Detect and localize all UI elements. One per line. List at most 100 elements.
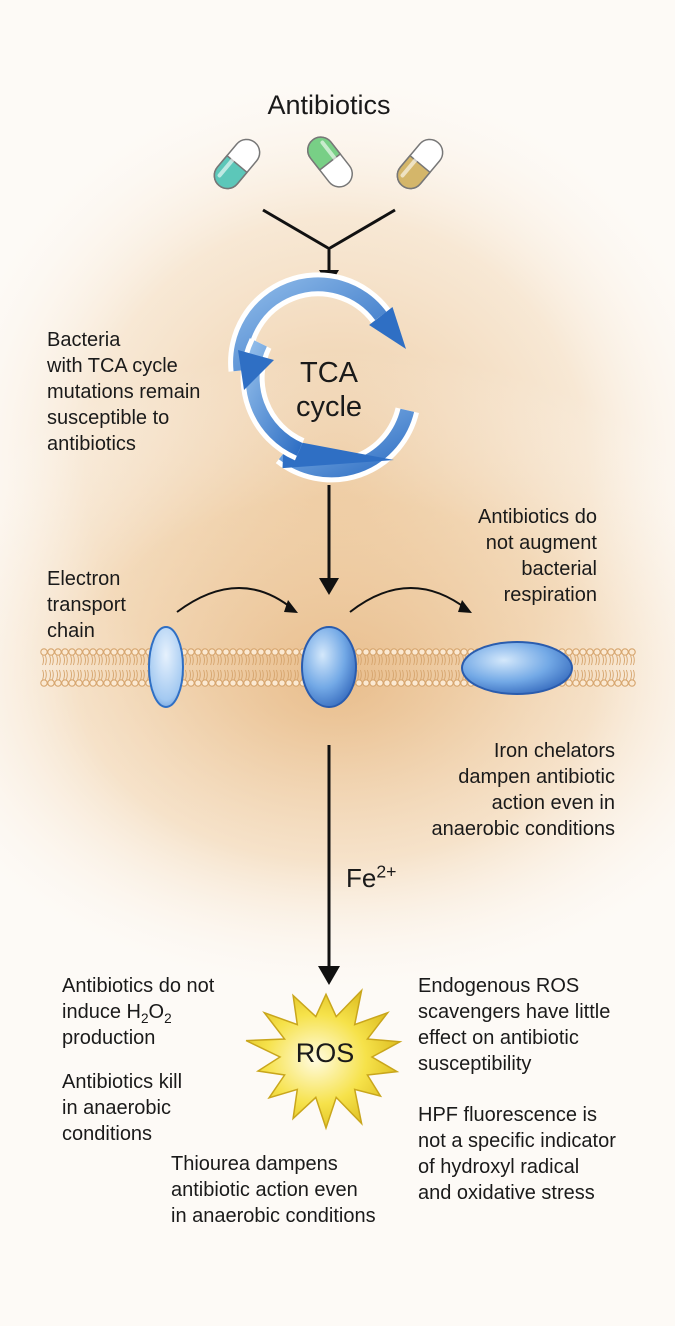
diagram-title: Antibiotics — [267, 90, 391, 120]
lipid-tail — [268, 669, 271, 680]
lipid-tail — [583, 669, 586, 680]
lipid-tail — [266, 655, 268, 666]
lipid-tail — [93, 669, 96, 680]
lipid-tail — [387, 655, 390, 666]
lipid-tail — [119, 669, 121, 680]
lipid-head — [194, 679, 202, 687]
lipid-tail — [107, 669, 110, 680]
lipid-tail — [282, 655, 285, 666]
note-line: not augment — [485, 532, 597, 554]
lipid-head — [425, 679, 433, 687]
lipid-head — [215, 648, 223, 656]
lipid-tail — [72, 669, 75, 680]
note-line: antibiotic action even — [171, 1179, 358, 1201]
note-h2o2: Antibiotics do not induce H2O2 productio… — [62, 973, 214, 1051]
tca-label-line1: TCA — [300, 357, 358, 389]
lipid-head — [264, 648, 272, 656]
lipid-tail — [443, 669, 446, 680]
lipid-tail — [441, 655, 443, 666]
note-line: Electron — [47, 568, 121, 590]
lipid-tail — [576, 655, 579, 666]
lipid-tail — [632, 669, 635, 680]
lipid-head — [355, 679, 363, 687]
lipid-tail — [268, 655, 271, 666]
lipid-tail — [625, 655, 628, 666]
lipid-head — [187, 648, 195, 656]
lipid-tail — [56, 669, 58, 680]
lipid-head — [572, 648, 580, 656]
note-line: Bacteria — [47, 329, 121, 351]
note-line: of hydroxyl radical — [418, 1156, 580, 1178]
lipid-tail — [247, 655, 250, 666]
lipid-head — [397, 679, 405, 687]
lipid-tail — [609, 655, 611, 666]
lipid-tail — [597, 669, 600, 680]
capsule-green-icon — [307, 136, 353, 188]
lipid-tail — [457, 669, 460, 680]
lipid-head — [579, 679, 587, 687]
lipid-head — [96, 648, 104, 656]
capsule-teal-icon — [213, 138, 261, 190]
lipid-tail — [105, 655, 107, 666]
lipid-head — [600, 679, 608, 687]
lipid-tail — [112, 669, 114, 680]
electron-flow-arrow-1 — [176, 587, 295, 613]
lipid-tail — [590, 669, 593, 680]
note-line: Antibiotics kill — [62, 1071, 183, 1093]
lipid-tail — [609, 669, 611, 680]
lipid-tail — [394, 669, 397, 680]
lipid-tail — [273, 669, 275, 680]
note-respiration: Antibiotics do not augment bacterial res… — [400, 504, 597, 608]
lipid-head — [579, 648, 587, 656]
lipid-tail — [287, 655, 289, 666]
lipid-tail — [247, 669, 250, 680]
lipid-head — [68, 648, 76, 656]
lipid-head — [285, 679, 293, 687]
lipid-head — [138, 679, 146, 687]
lipid-tail — [357, 669, 359, 680]
lipid-tail — [70, 669, 72, 680]
lipid-head — [369, 679, 377, 687]
lipid-tail — [140, 655, 142, 666]
lipid-head — [628, 648, 636, 656]
lipid-tail — [408, 669, 411, 680]
lipid-tail — [189, 669, 191, 680]
lipid-tail — [401, 669, 404, 680]
lipid-head — [131, 679, 139, 687]
lipid-head — [432, 679, 440, 687]
lipid-head — [271, 679, 279, 687]
tca-cycle-icon — [228, 272, 419, 483]
lipid-tail — [245, 669, 247, 680]
lipid-tail — [378, 655, 380, 666]
lipid-head — [236, 679, 244, 687]
lipid-tail — [450, 669, 453, 680]
lipid-tail — [611, 669, 614, 680]
lipid-head — [124, 648, 132, 656]
lipid-tail — [455, 655, 457, 666]
note-line: and oxidative stress — [418, 1182, 595, 1204]
lipid-tail — [93, 655, 96, 666]
lipid-tail — [392, 655, 394, 666]
lipid-head — [411, 679, 419, 687]
lipid-head — [383, 679, 391, 687]
note-line: HPF fluorescence is — [418, 1104, 597, 1126]
lipid-tail — [623, 655, 625, 666]
lipid-tail — [58, 655, 61, 666]
lipid-head — [54, 648, 62, 656]
lipid-tail — [210, 669, 212, 680]
lipid-head — [586, 679, 594, 687]
lipid-head — [82, 679, 90, 687]
lipid-tail — [231, 669, 233, 680]
lipid-tail — [135, 655, 138, 666]
lipid-tail — [219, 669, 222, 680]
lipid-tail — [294, 655, 296, 666]
lipid-head — [243, 648, 251, 656]
ros-label: ROS — [295, 1038, 355, 1068]
note-line: effect on antibiotic — [418, 1027, 579, 1049]
lipid-head — [362, 648, 370, 656]
lipid-tail — [107, 655, 110, 666]
lipid-tail — [385, 655, 387, 666]
note-line: chain — [47, 620, 95, 642]
lipid-tail — [44, 655, 47, 666]
lipid-tail — [217, 655, 219, 666]
